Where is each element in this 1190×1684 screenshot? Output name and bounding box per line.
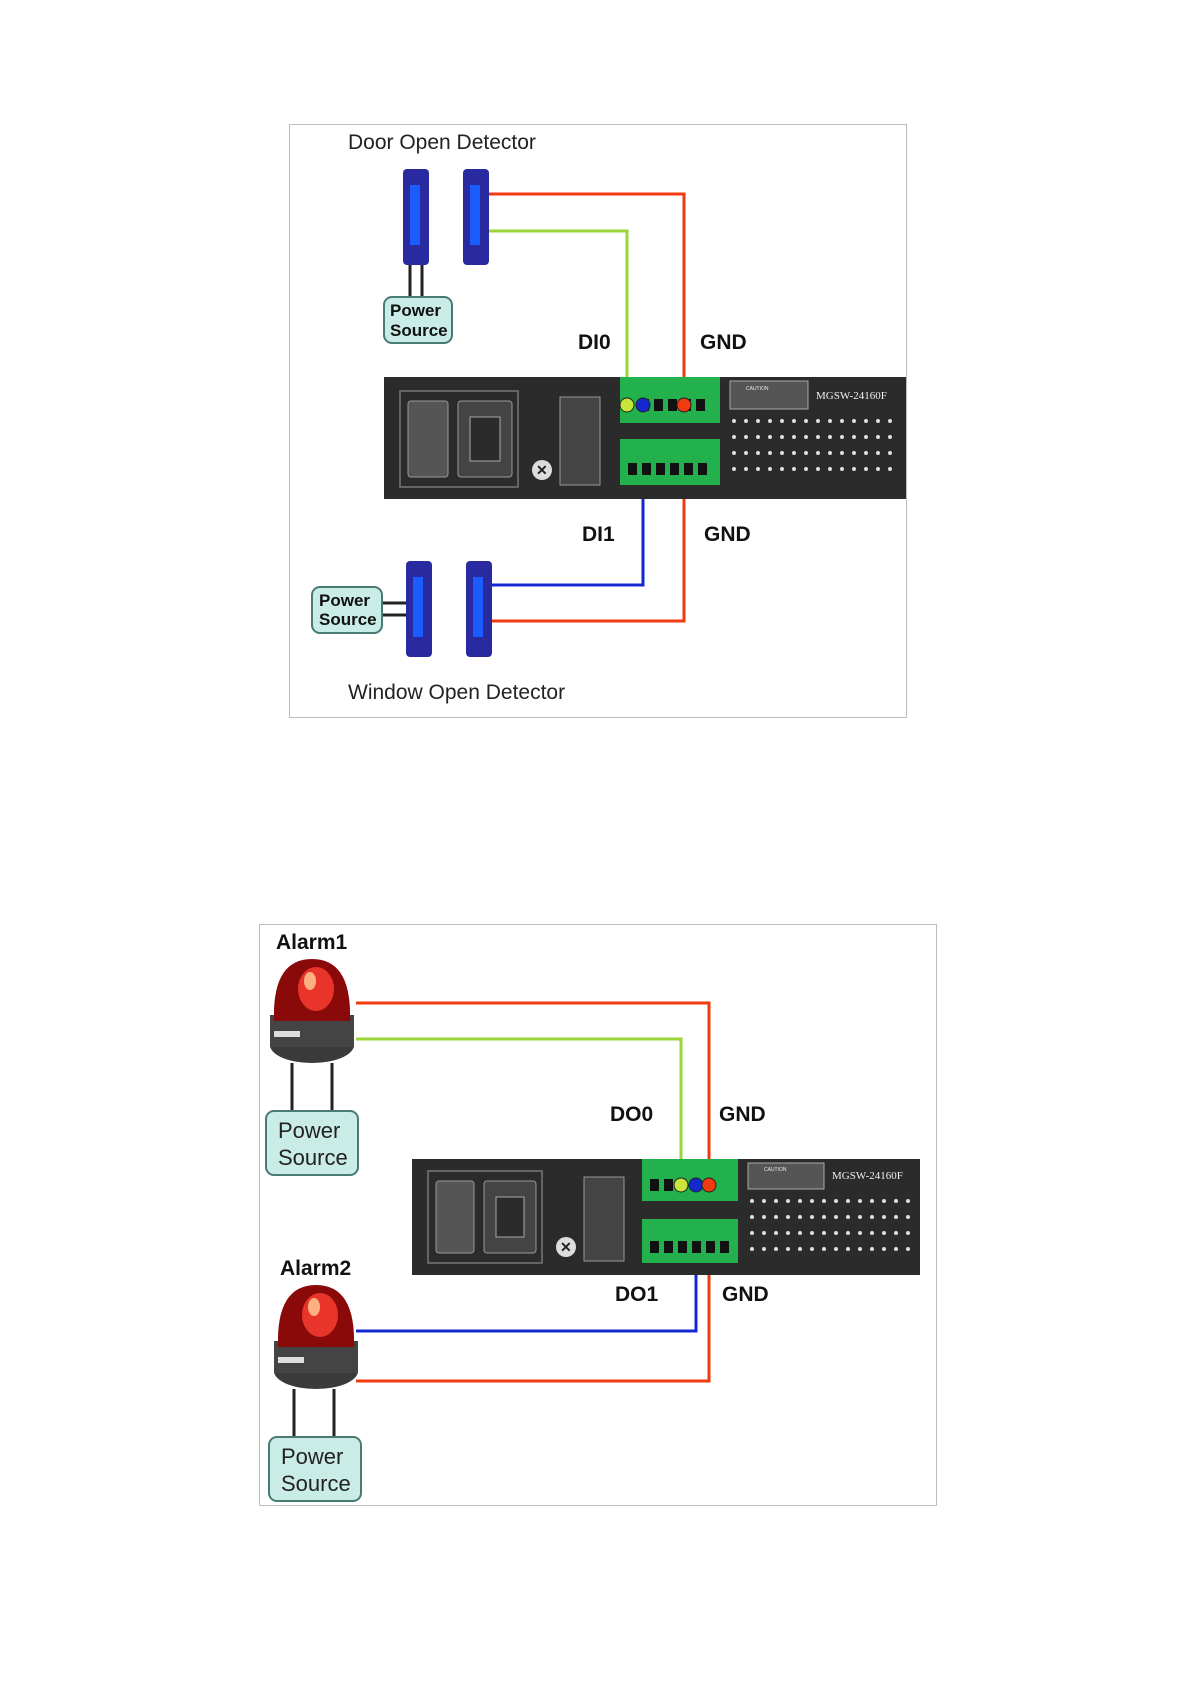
power-source-label-line1: Power bbox=[319, 591, 370, 610]
gnd-label: GND bbox=[719, 1103, 766, 1126]
door-open-detector-title: Door Open Detector bbox=[348, 131, 536, 154]
digital-input-diagram-svg: Door Open Detector Window Open Detector … bbox=[290, 125, 906, 717]
door-sensor-icon bbox=[403, 169, 489, 297]
alarm2-title: Alarm2 bbox=[280, 1257, 351, 1280]
switch-front-panel: ✕ CAUTION MGSW-24160F bbox=[412, 1159, 920, 1275]
svg-text:✕: ✕ bbox=[560, 1239, 572, 1255]
wire-gnd-alarm1 bbox=[356, 1003, 709, 1183]
switch-model-label: MGSW-24160F bbox=[832, 1170, 903, 1182]
switch-front-panel: ✕ CAUTION MGSW-24160F bbox=[384, 377, 906, 499]
digital-output-diagram: Alarm1 Alarm2 Power Source bbox=[259, 924, 937, 1506]
digital-input-diagram: Door Open Detector Window Open Detector … bbox=[289, 124, 907, 718]
alarm-beacon-icon bbox=[270, 959, 354, 1111]
power-source-box: Power Source bbox=[269, 1437, 361, 1501]
gnd-label: GND bbox=[704, 523, 751, 546]
switch-model-label: MGSW-24160F bbox=[816, 390, 887, 402]
svg-text:✕: ✕ bbox=[536, 462, 548, 478]
power-source-label-line2: Source bbox=[319, 610, 377, 629]
power-source-box: Power Source bbox=[266, 1111, 358, 1175]
power-source-label-line1: Power bbox=[281, 1444, 343, 1469]
power-source-box: Power Source bbox=[384, 297, 452, 343]
power-source-label-line2: Source bbox=[390, 321, 448, 340]
gnd-label: GND bbox=[722, 1283, 769, 1306]
window-open-detector-title: Window Open Detector bbox=[348, 681, 565, 704]
power-source-label-line2: Source bbox=[281, 1471, 351, 1496]
power-source-label-line1: Power bbox=[390, 301, 441, 320]
power-source-box: Power Source bbox=[312, 587, 382, 633]
di1-label: DI1 bbox=[582, 523, 615, 546]
do1-label: DO1 bbox=[615, 1283, 659, 1306]
window-sensor-icon bbox=[380, 561, 492, 657]
caution-label: CAUTION bbox=[746, 386, 769, 392]
do0-label: DO0 bbox=[610, 1103, 653, 1126]
alarm-beacon-icon bbox=[274, 1285, 358, 1437]
gnd-label: GND bbox=[700, 331, 747, 354]
wire-gnd-door bbox=[486, 194, 684, 395]
di0-label: DI0 bbox=[578, 331, 611, 354]
power-source-label-line2: Source bbox=[278, 1145, 348, 1170]
alarm1-title: Alarm1 bbox=[276, 931, 348, 954]
digital-output-diagram-svg: Alarm1 Alarm2 Power Source bbox=[260, 925, 936, 1505]
caution-label: CAUTION bbox=[764, 1167, 787, 1173]
power-source-label-line1: Power bbox=[278, 1118, 340, 1143]
